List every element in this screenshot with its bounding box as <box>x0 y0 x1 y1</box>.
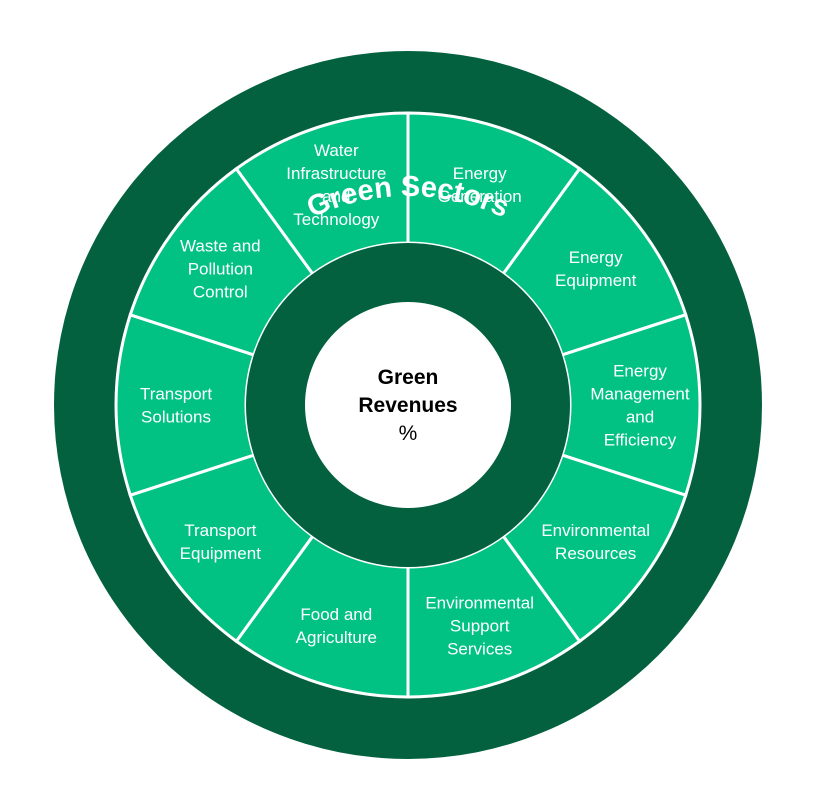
sector-label-line: Support <box>450 617 510 636</box>
sector-label-line: Services <box>447 640 512 659</box>
sector-label-line: Management <box>590 385 690 404</box>
sector-label-line: Solutions <box>141 408 211 427</box>
sector-label-line: Environmental <box>541 521 650 540</box>
sector-label-line: Pollution <box>188 260 253 279</box>
sector-label-line: Agriculture <box>296 628 377 647</box>
sector-label-line: Food and <box>300 605 372 624</box>
sector-label-line: Equipment <box>555 271 637 290</box>
sector-label-line: Efficiency <box>604 431 677 450</box>
sector-label-line: Transport <box>184 521 256 540</box>
center-label-line: Revenues <box>358 394 457 417</box>
sector-label-line: Water <box>314 141 359 160</box>
sector-label-line: Transport <box>140 385 212 404</box>
sector-label-line: Energy <box>453 164 507 183</box>
sector-label-line: Energy <box>569 248 623 267</box>
sector-label-line: Energy <box>613 362 667 381</box>
center-label-line: % <box>399 422 418 445</box>
sector-label-line: Technology <box>293 210 380 229</box>
center-label-line: Green <box>378 366 439 389</box>
sector-label-line: Control <box>193 283 248 302</box>
sector-label-line: Infrastructure <box>286 164 386 183</box>
sector-label-line: and <box>322 187 350 206</box>
sector-label-line: Equipment <box>180 544 262 563</box>
sector-label-line: and <box>626 408 654 427</box>
sector-label-line: Resources <box>555 544 636 563</box>
sector-label-line: Waste and <box>180 237 261 256</box>
center-disc <box>305 302 511 508</box>
sector-label-line: Environmental <box>425 594 534 613</box>
sector-label-line: Generation <box>438 187 522 206</box>
